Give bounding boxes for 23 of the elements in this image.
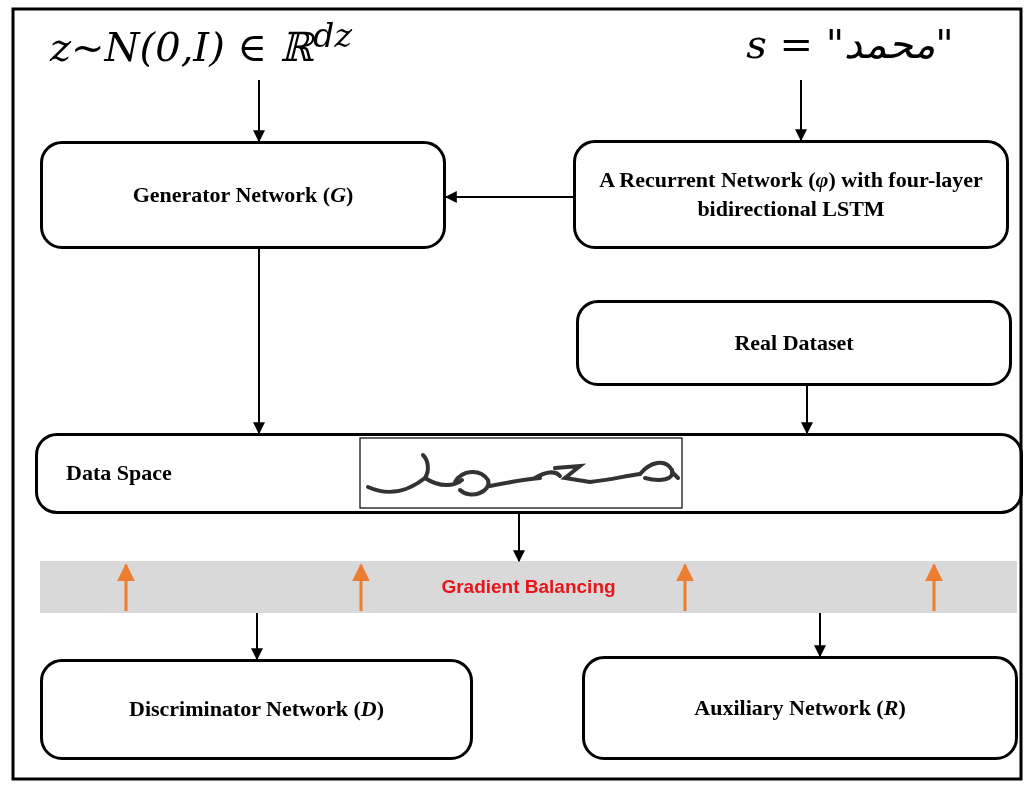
box-label: Discriminator Network (D)	[129, 695, 384, 724]
process-box	[40, 141, 446, 249]
process-box	[582, 656, 1018, 760]
arrow	[801, 385, 813, 435]
band-label: Gradient Balancing	[441, 574, 616, 599]
arrow	[814, 612, 826, 658]
box-label: Data Space	[66, 459, 172, 488]
arrow	[251, 612, 263, 661]
box-label: Generator Network (G)	[132, 180, 354, 209]
box-label: A Recurrent Network (φ) with four-layer bidirectional LSTM	[598, 165, 984, 223]
process-box	[40, 659, 473, 760]
process-box	[576, 300, 1012, 386]
arrow	[253, 248, 265, 435]
box-label: Real Dataset	[734, 328, 854, 357]
gradient-band	[40, 561, 1017, 613]
process-box	[573, 140, 1009, 249]
arrow	[253, 79, 265, 143]
box-label: Auxiliary Network (R)	[694, 693, 906, 722]
arrow	[795, 79, 807, 142]
arrow	[513, 513, 525, 563]
arrow	[444, 191, 574, 203]
formula: s = "محمد"	[746, 22, 954, 66]
formula: z~N(0,I) ∈ ℝ$^{dz}$	[50, 18, 352, 70]
